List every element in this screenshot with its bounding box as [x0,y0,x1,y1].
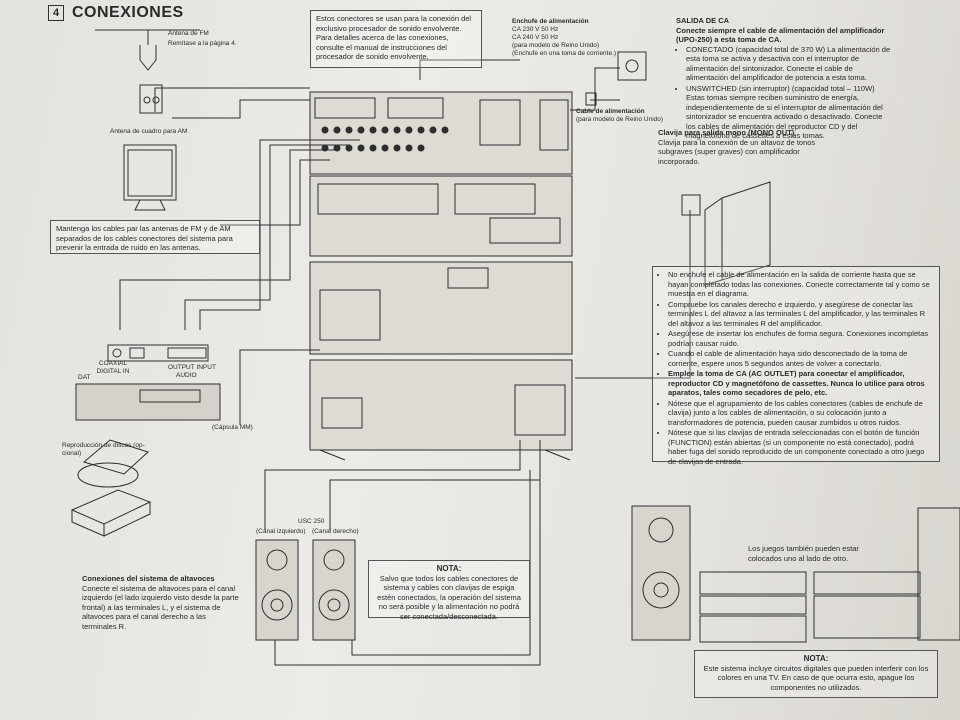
amplifier-unit [309,175,573,257]
power-plug-line-3: (para modelo de Reino Unido) [512,42,600,49]
side-by-side-note: Los juegos también pueden estar colocado… [748,544,859,563]
instruction-item: Nótese que si las clavijas de entrada se… [668,428,934,466]
fm-antenna-ref: Remítase a la página 4. [168,40,237,47]
nota2-box: NOTA: Este sistema incluye circuitos dig… [694,650,938,698]
instructions-box: No enchufe el cable de alimentación en l… [652,266,940,466]
power-plug-line-4: (Enchufe en una toma de corriente.) [512,50,617,57]
instruction-item: Emplee la toma de CA (AC OUTLET) para co… [668,369,934,398]
fm-antenna-label: Antena de FM [168,30,209,37]
section-title: CONEXIONES [72,4,184,21]
power-plug-title: Enchufe de alimentación [512,18,589,25]
output-input-label: OUTPUT INPUT [168,364,216,371]
ac-outlet-list: CONECTADO (capacidad total de 370 W) La … [676,45,892,141]
am-loop-antenna-icon [123,144,177,211]
nota-text: Salvo que todos los cables conectores de… [377,573,521,621]
instruction-item: Cuando el cable de alimentación haya sid… [668,349,934,368]
instruction-item: Nótese que el agrupamiento de los cables… [668,399,934,428]
nota-title: NOTA: [436,564,462,573]
speaker-connection-text: Conecte el sistema de altavoces para el … [82,583,239,631]
rca-jack-row [321,126,449,152]
instruction-item: No enchufe el cable de alimentación en l… [668,270,934,299]
power-cable-label: Cable de alimentación (para modelo de Re… [576,108,663,124]
nota2-text: Este sistema incluye circuitos digitales… [703,663,929,692]
dat-label: DAT [78,374,91,381]
mono-out-note: Clavija para salida mono (MONO OUT) Clav… [658,128,818,166]
ac-outlet-switched: CONECTADO (capacidad total de 370 W) La … [686,45,892,83]
tuner-unit [309,91,573,175]
canal-derecho-label: (Canal derecho) [312,528,359,535]
speaker-connection-title: Conexiones del sistema de altavoces [82,574,215,583]
nota2-title: NOTA: [803,654,829,663]
section-header: 4 CONEXIONES [48,4,184,22]
ac-outlet-note: SALIDA DE CA Conecte siempre el cable de… [676,16,892,142]
subwoofer-icon [681,181,771,286]
ac-outlet-unswitched: UNSWITCHED (sin interruptor) (capacidad … [686,84,892,141]
fm-antenna-icon [95,29,200,114]
processor-note: Estos conectores se usan para la conexió… [310,10,482,68]
power-plug-label: Enchufe de alimentación CA 230 V 50 Hz C… [512,18,642,58]
side-by-side-system-icon [631,505,960,643]
nota-box: NOTA: Salvo que todos los cables conecto… [368,560,530,621]
canal-izquierdo-label: (Canal izquierdo) [256,528,306,535]
right-speaker-icon [312,539,356,641]
power-cable-uk: (para modelo de Reino Unido) [576,116,664,123]
antenna-separation-note: Mantenga los cables par las antenas de F… [50,220,260,254]
power-plug-line-1: CA 230 V 50 Hz [512,26,559,33]
instruction-item: Asegúrese de insertar los enchufes de fo… [668,329,934,348]
am-antenna-label: Antena de cuadro para AM [110,128,188,135]
power-plug-icon [585,51,647,106]
power-plug-line-2: CA 240 V 50 Hz [512,34,559,41]
power-amp-unit [309,359,573,461]
instructions-list: No enchufe el cable de alimentación en l… [658,270,934,466]
power-cable-title: Cable de alimentación [576,108,645,115]
coaxial-label: COAXIAL DIGITAL IN [96,360,130,375]
dat-deck-icon [75,344,221,421]
ac-outlet-title: SALIDA DE CA [676,16,730,25]
mono-out-text: Clavija para la conexión de un altavoz d… [658,137,816,166]
turntable-label: Reproducción de discos (op-cional) [62,442,145,457]
section-number: 4 [48,5,64,21]
cassette-unit [309,261,573,355]
instruction-item: Compruebe los canales derecho e izquierd… [668,300,934,329]
speaker-connection-note: Conexiones del sistema de altavoces Cone… [82,574,242,631]
usc-label: USC 250 [298,518,325,525]
audio-label: AUDIO [176,372,197,379]
left-speaker-icon [255,539,299,641]
ac-outlet-subtitle: Conecte siempre el cable de alimentación… [676,25,885,45]
turntable-icon [70,439,152,537]
mono-out-title: Clavija para salida mono (MONO OUT) [658,128,795,137]
capsula-mm-label: (Cápsula MM) [212,424,253,431]
